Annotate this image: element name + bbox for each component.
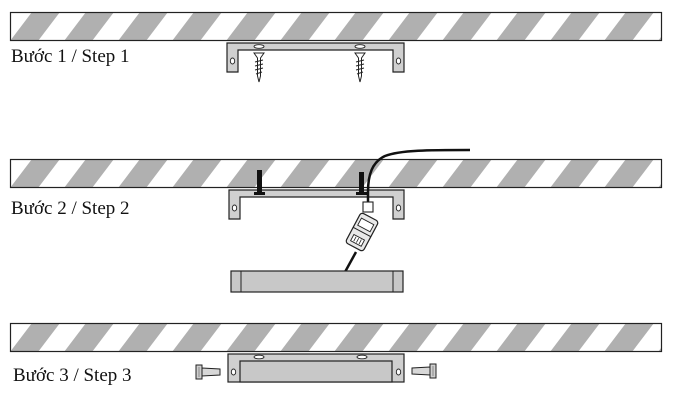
hatch-stripe <box>388 323 438 352</box>
hatch-stripe <box>388 12 438 41</box>
side-screw-icon <box>195 364 221 380</box>
hatch-stripe <box>604 159 654 188</box>
door-frame-rail-2 <box>9 158 663 189</box>
step-3-label: Bước 3 / Step 3 <box>13 365 132 386</box>
step-1-label: Bước 1 / Step 1 <box>11 46 130 67</box>
screw-icon <box>356 172 367 195</box>
screw-icon <box>254 170 265 195</box>
hatch-stripe <box>10 323 60 352</box>
door-frame-rail-1 <box>9 11 663 42</box>
cable <box>343 148 471 273</box>
hatch-stripe <box>550 12 600 41</box>
hatch-stripe <box>442 323 492 352</box>
hatch-stripe <box>496 159 546 188</box>
plug-connector-icon <box>345 212 379 252</box>
hatch-stripe <box>10 12 60 41</box>
mounting-bracket-2 <box>228 189 405 220</box>
hatch-stripe <box>442 159 492 188</box>
hatch-stripe <box>496 323 546 352</box>
hatch-stripe <box>388 159 438 188</box>
side-screw-icon <box>411 363 437 379</box>
lock-body <box>230 270 404 293</box>
hatch-stripe <box>334 323 384 352</box>
door-frame-rail-3 <box>9 322 663 353</box>
hatch-stripe <box>64 12 114 41</box>
hatch-stripe <box>64 323 114 352</box>
hatch-stripe <box>334 12 384 41</box>
connector-port <box>362 201 374 213</box>
hatch-stripe <box>118 323 168 352</box>
hatch-stripe <box>118 159 168 188</box>
step-2-group: Bước 2 / Step 2 <box>9 148 663 293</box>
hatch-stripe <box>64 159 114 188</box>
hatch-stripe <box>280 159 330 188</box>
hatch-stripe <box>604 12 654 41</box>
hatch-stripe <box>10 159 60 188</box>
hatch-stripe <box>604 323 654 352</box>
hatch-stripe <box>226 159 276 188</box>
screw-icon <box>253 52 265 83</box>
hatch-stripe <box>442 12 492 41</box>
hatch-stripe <box>280 323 330 352</box>
lock-body <box>239 360 393 383</box>
hatch-stripe <box>118 12 168 41</box>
hatch-stripe <box>496 12 546 41</box>
step-2-label: Bước 2 / Step 2 <box>11 198 130 219</box>
hatch-stripe <box>280 12 330 41</box>
hatch-stripe <box>226 12 276 41</box>
mounting-bracket-1 <box>226 42 405 73</box>
hatch-stripe <box>172 12 222 41</box>
screw-icon <box>354 52 366 83</box>
hatch-stripe <box>226 323 276 352</box>
hatch-stripe <box>172 323 222 352</box>
hatch-stripe <box>172 159 222 188</box>
hatch-stripe <box>550 323 600 352</box>
step-1-group: Bước 1 / Step 1 <box>9 11 663 83</box>
step-3-group: Bước 3 / Step 3 <box>9 322 663 386</box>
hatch-stripe <box>550 159 600 188</box>
